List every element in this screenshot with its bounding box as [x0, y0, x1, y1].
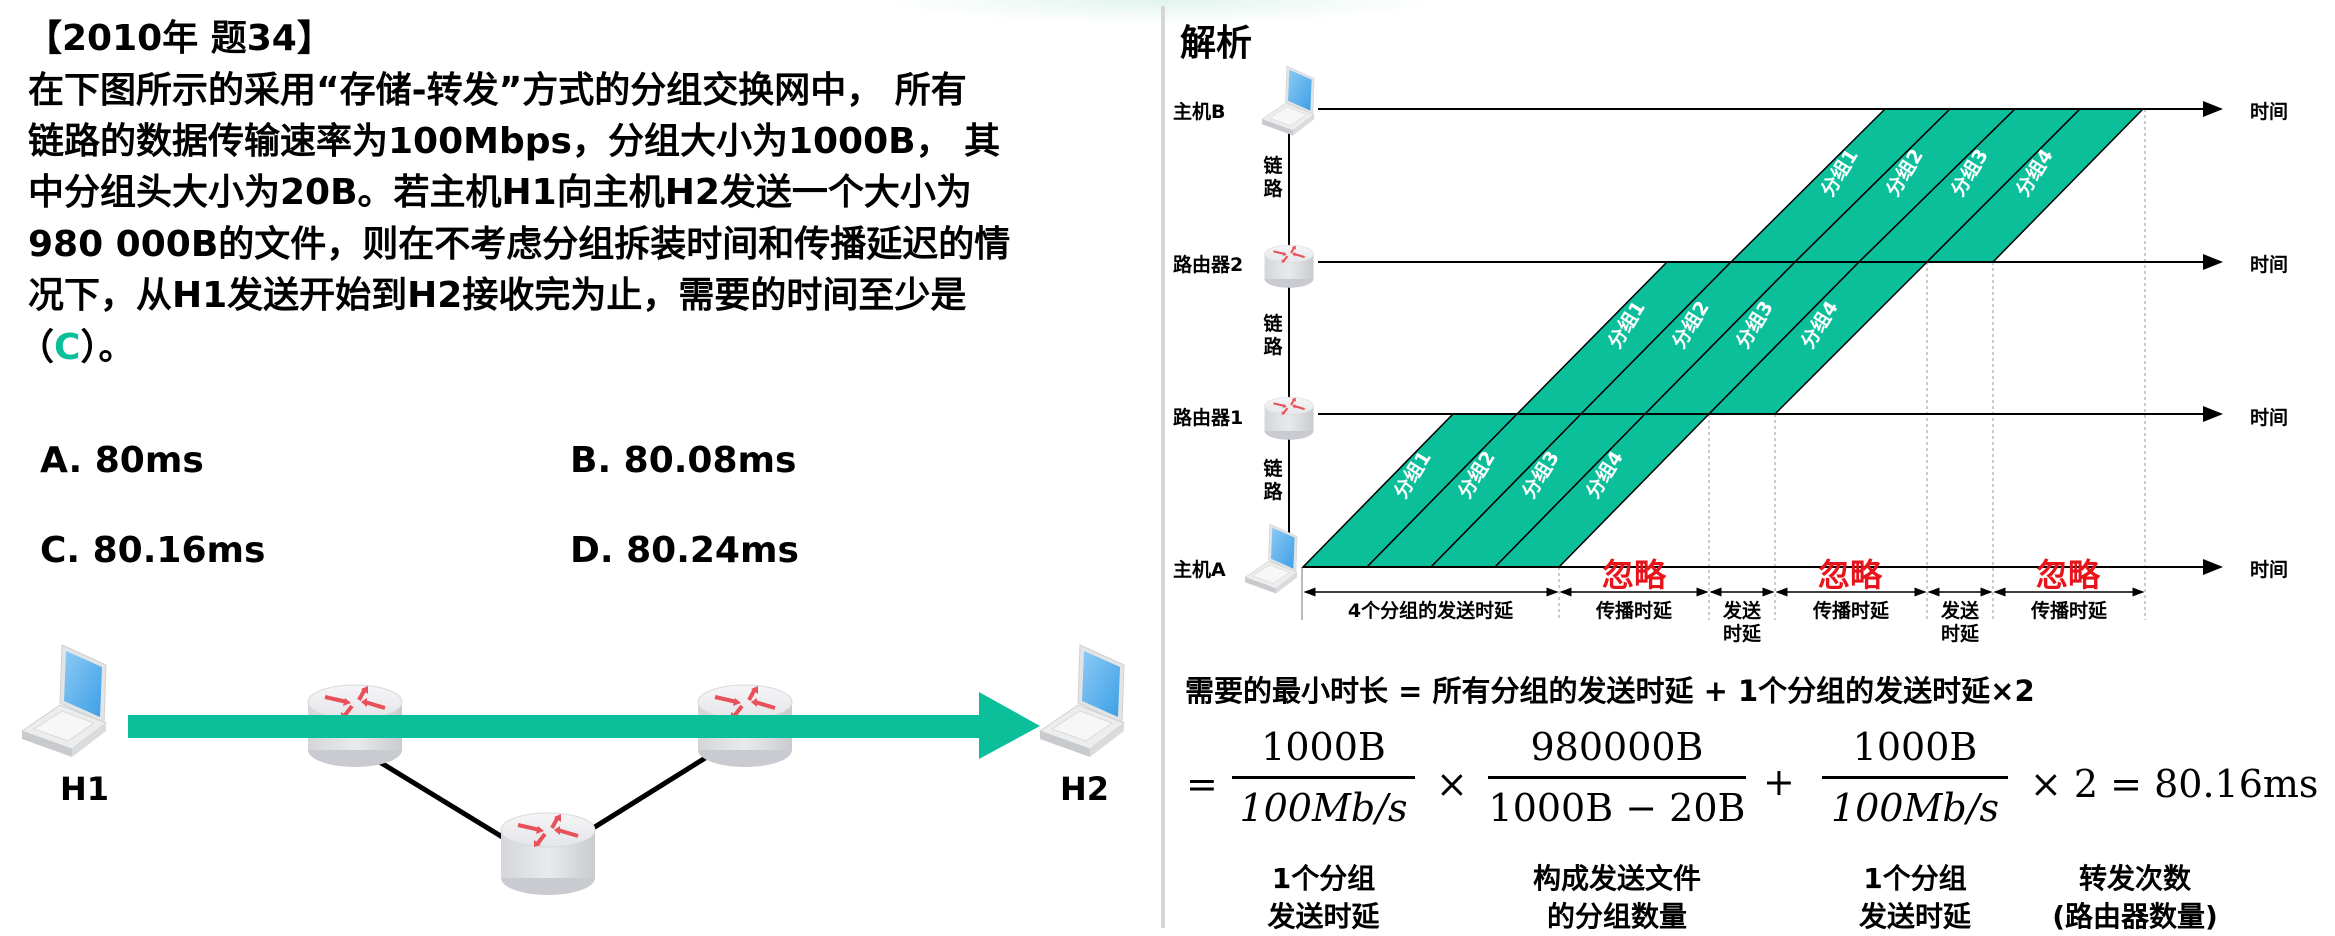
link-label: 链路 [1263, 155, 1283, 200]
question-line-1: 在下图所示的采用“存储-转发”方式的分组交换网中， 所有 [28, 70, 967, 111]
fraction-bar [1232, 776, 1415, 779]
answer-letter: C [54, 327, 81, 368]
fraction-2-denominator: 1000B − 20B [1488, 786, 1746, 830]
analysis-title: 解析 [1180, 23, 1253, 64]
answer-close: ）。 [80, 327, 135, 368]
question-header: 【2010年 题34】 [26, 18, 333, 59]
top-decoration [880, 0, 1440, 24]
host-h2-label: H2 [1060, 770, 1110, 808]
transfer-arrow-shaft [128, 715, 983, 738]
ignore-label: 忽略 [1602, 556, 1667, 594]
caption-line: 发送时延 [1858, 900, 1971, 933]
fraction-bar [1822, 776, 2008, 779]
time-axis-label: 时间 [2250, 254, 2289, 276]
caption-4: 转发次数 (路由器数量) [2030, 860, 2240, 936]
node-label-host-a: 主机A [1173, 559, 1226, 581]
segment-label: 传播时延 [1595, 600, 1672, 622]
node-label-router-2: 路由器2 [1173, 254, 1244, 276]
fraction-2: 980000B 1000B − 20B [1488, 724, 1746, 831]
link-label: 链路 [1263, 313, 1283, 358]
option-a: A. 80ms [40, 440, 204, 481]
fraction-3: 1000B 100Mb/s [1822, 724, 2008, 831]
host-h1-label: H1 [60, 770, 110, 808]
answer-open: （ [18, 327, 55, 368]
time-axis-label: 时间 [2250, 559, 2289, 581]
formula-result: × 2 = 80.16ms [2030, 762, 2319, 806]
caption-line: 的分组数量 [1546, 900, 1687, 933]
ignore-label: 忽略 [2036, 556, 2101, 594]
answer-line: （C）。 [18, 323, 134, 373]
caption-line: 转发次数 [2078, 862, 2191, 895]
caption-1: 1个分组 发送时延 [1232, 860, 1415, 936]
option-c: C. 80.16ms [40, 530, 266, 571]
node-label-router-1: 路由器1 [1173, 407, 1244, 429]
fraction-2-numerator: 980000B [1530, 725, 1704, 769]
caption-line: 发送时延 [1267, 900, 1380, 933]
option-b: B. 80.08ms [570, 440, 797, 481]
formula-equals: = [1186, 762, 1218, 806]
segment-label: 传播时延 [1812, 600, 1889, 622]
caption-line: 1个分组 [1271, 862, 1376, 895]
caption-line: 1个分组 [1863, 862, 1967, 895]
caption-line: 构成发送文件 [1532, 862, 1701, 895]
network-topology [21, 644, 1125, 897]
fraction-3-numerator: 1000B [1852, 725, 1978, 769]
fraction-1-numerator: 1000B [1261, 725, 1386, 769]
link-line [588, 752, 712, 833]
caption-3: 1个分组 发送时延 [1822, 860, 2008, 936]
segment-label: 传播时延 [2030, 600, 2107, 622]
segment-label: 发送时延 [1940, 600, 1979, 645]
option-d: D. 80.24ms [570, 530, 799, 571]
transfer-arrow-head [979, 692, 1040, 759]
node-label-host-b: 主机B [1173, 101, 1226, 123]
question-line-3: 中分组头大小为20B。若主机H1向主机H2发送一个大小为 [28, 172, 972, 213]
question-line-2: 链路的数据传输速率为100Mbps，分组大小为1000B， 其 [28, 121, 1001, 162]
fraction-1-denominator: 100Mb/s [1239, 786, 1408, 830]
panel-divider [1161, 6, 1165, 928]
formula-times: × [1436, 762, 1468, 806]
fraction-1: 1000B 100Mb/s [1232, 724, 1415, 831]
segment-label: 发送时延 [1722, 600, 1761, 645]
ignore-label: 忽略 [1818, 556, 1883, 594]
time-axis-label: 时间 [2250, 101, 2289, 123]
caption-2: 构成发送文件 的分组数量 [1488, 860, 1746, 936]
caption-line: (路由器数量) [2052, 900, 2218, 933]
question-line-5: 况下，从H1发送开始到H2接收完为止，需要的时间至少是 [28, 275, 967, 316]
segment-label: 4个分组的发送时延 [1347, 600, 1514, 622]
fraction-bar [1488, 776, 1746, 779]
question-line-4: 980 000B的文件，则在不考虑分组拆装时间和传播延迟的情 [28, 224, 1011, 265]
formula-plus: + [1763, 760, 1795, 804]
time-axis-label: 时间 [2250, 407, 2289, 429]
fraction-3-denominator: 100Mb/s [1830, 786, 2000, 830]
link-label: 链路 [1263, 458, 1283, 503]
summary-formula: 需要的最小时长 = 所有分组的发送时延 + 1个分组的发送时延×2 [1185, 674, 2035, 708]
